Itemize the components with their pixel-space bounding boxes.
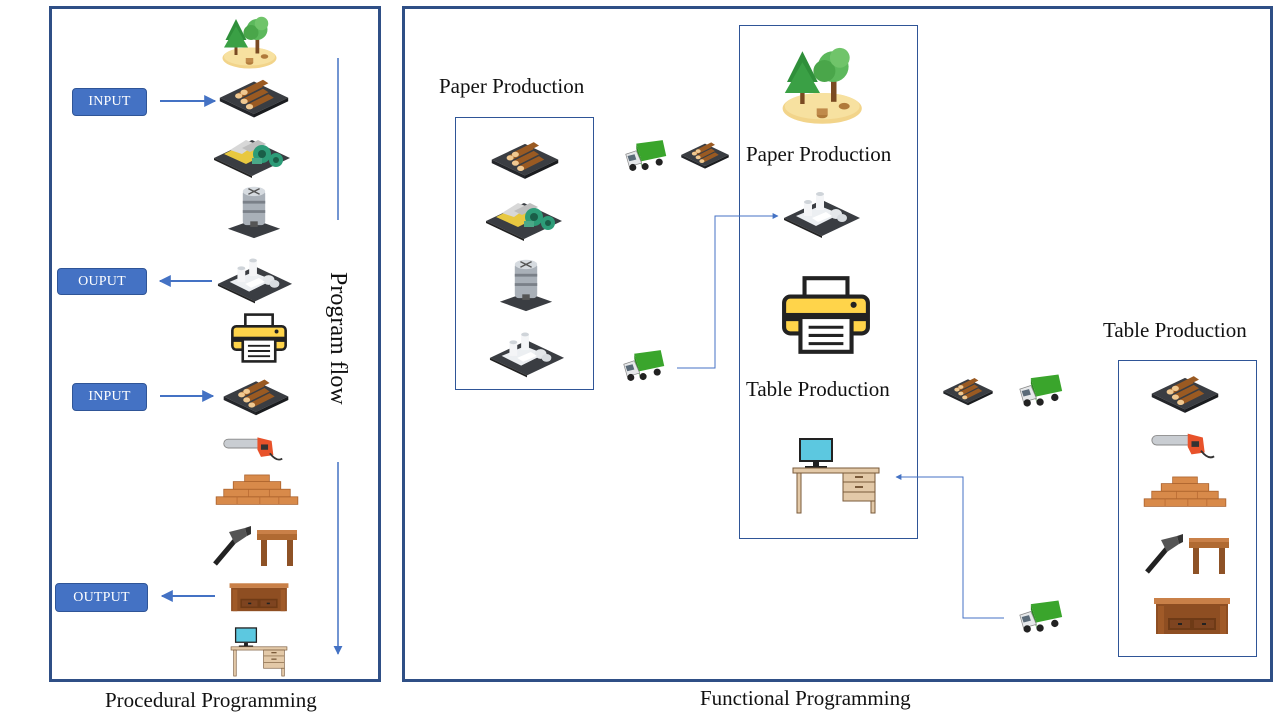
chainsaw-icon: [1150, 428, 1216, 462]
paper-production-title: Paper Production: [439, 74, 585, 98]
input-badge: INPUT: [72, 88, 147, 116]
hammer-icon: [1140, 530, 1232, 576]
functional-caption: Functional Programming: [700, 686, 911, 710]
input-badge: INPUT: [72, 383, 147, 411]
table-to-center-arrow: [895, 474, 1004, 619]
composed-production-box: [739, 25, 918, 539]
program-flow-label: Program flow: [325, 272, 351, 405]
lumber-icon: [1142, 476, 1228, 514]
functional-panel: [402, 6, 1273, 682]
paper-production-box: [455, 117, 594, 390]
table-production-title: Table Production: [1103, 318, 1247, 342]
paper-to-center-arrow: [677, 213, 779, 369]
output-badge: OUPUT: [57, 268, 147, 295]
procedural-caption: Procedural Programming: [105, 688, 317, 712]
truck-icon: [1018, 372, 1064, 410]
truck-icon: [1018, 598, 1064, 636]
logs-icon: [942, 372, 994, 406]
center-table-production-title: Table Production: [746, 377, 890, 401]
output-badge: OUTPUT: [55, 583, 148, 612]
cabinet-icon: [1152, 594, 1232, 640]
logs-icon: [1150, 368, 1220, 414]
table-production-box: [1118, 360, 1257, 657]
center-paper-production-title: Paper Production: [746, 142, 892, 166]
procedural-panel: [49, 6, 381, 682]
